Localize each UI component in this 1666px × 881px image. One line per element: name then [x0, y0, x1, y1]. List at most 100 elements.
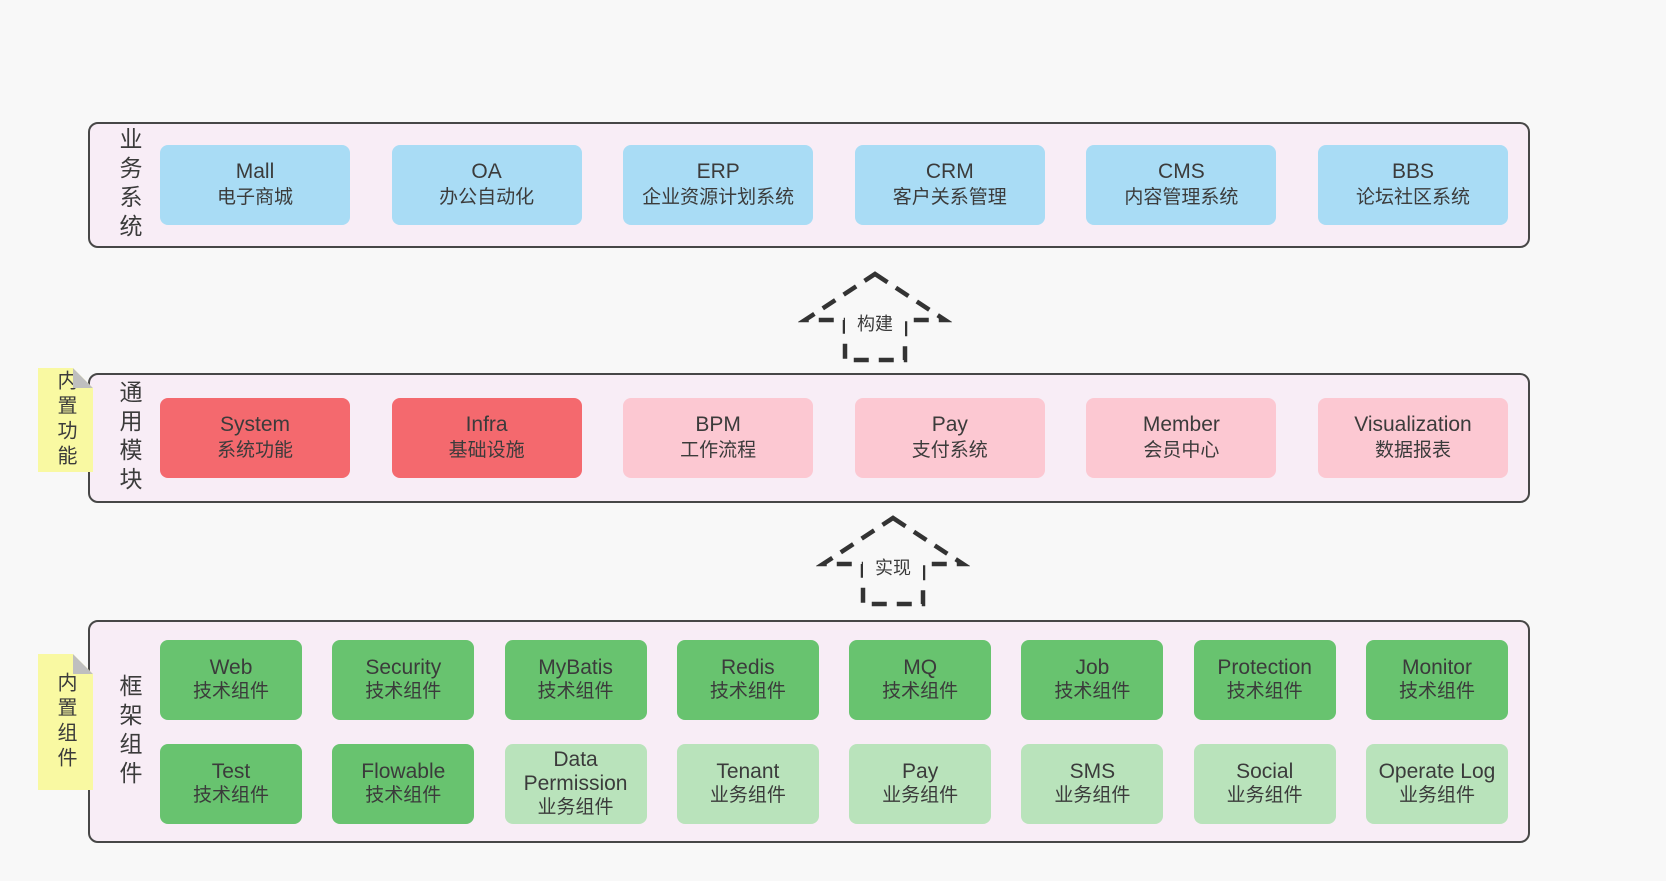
box-system-desc: 系统功能	[216, 440, 293, 461]
box-redis-name: Redis	[720, 655, 775, 679]
box-redis-desc: 技术组件	[709, 680, 786, 702]
box-protection-name: Protection	[1217, 655, 1312, 679]
box-system: System 系统功能	[160, 398, 350, 478]
box-pay-desc: 支付系统	[911, 440, 988, 461]
box-member-name: Member	[1142, 413, 1220, 436]
box-crm: CRM 客户关系管理	[854, 145, 1045, 225]
sticky-note-builtin-components-label: 内置组件	[54, 672, 76, 772]
box-infra: Infra 基础设施	[391, 398, 582, 478]
business-systems-panel: 业务系统 Mall 电子商城 OA 办公自动化 ERP 企业资源计划系统 CRM…	[88, 122, 1530, 248]
box-social-name: Social	[1236, 759, 1294, 783]
box-pay-biz-name: Pay	[902, 759, 939, 783]
box-flowable: Flowable 技术组件	[332, 743, 475, 824]
build-arrow-label: 构建	[845, 309, 905, 337]
box-visualization-desc: 数据报表	[1374, 440, 1451, 461]
box-crm-desc: 客户关系管理	[892, 187, 1007, 208]
modules-boxes-row: System 系统功能 Infra 基础设施 BPM 工作流程 Pay 支付系统…	[160, 398, 1508, 478]
box-mq-desc: 技术组件	[882, 680, 959, 702]
box-web-desc: 技术组件	[192, 680, 269, 702]
box-protection: Protection 技术组件	[1193, 639, 1336, 720]
box-member: Member 会员中心	[1086, 398, 1277, 478]
box-pay: Pay 支付系统	[854, 398, 1045, 478]
box-pay-name: Pay	[931, 413, 968, 436]
box-operate-log: Operate Log 业务组件	[1365, 743, 1508, 824]
box-erp-desc: 企业资源计划系统	[642, 187, 795, 208]
panel-label-modules: 通用模块	[116, 380, 142, 496]
box-web: Web 技术组件	[160, 639, 302, 720]
box-social: Social 业务组件	[1193, 743, 1336, 824]
box-bpm: BPM 工作流程	[623, 398, 814, 478]
box-oa-name: OA	[471, 160, 502, 183]
sticky-note-builtin-features-label: 内置功能	[54, 370, 76, 470]
box-mybatis: MyBatis 技术组件	[504, 639, 647, 720]
box-flowable-name: Flowable	[361, 759, 446, 783]
box-crm-name: CRM	[925, 160, 974, 183]
box-mall: Mall 电子商城	[160, 145, 350, 225]
box-job-desc: 技术组件	[1054, 680, 1131, 702]
common-modules-panel: 通用模块 System 系统功能 Infra 基础设施 BPM 工作流程 Pay…	[88, 373, 1530, 503]
box-sms-desc: 业务组件	[1054, 784, 1131, 806]
panel-label-components: 框架组件	[116, 673, 142, 790]
box-sms-name: SMS	[1069, 759, 1116, 783]
box-cms-name: CMS	[1158, 160, 1205, 183]
box-pay-biz: Pay 业务组件	[849, 743, 992, 824]
box-operate-log-name: Operate Log	[1378, 759, 1496, 783]
box-sms: SMS 业务组件	[1021, 743, 1164, 824]
box-oa-desc: 办公自动化	[439, 187, 535, 208]
framework-components-panel: 框架组件 Web 技术组件 Security 技术组件 MyBatis 技术组件…	[88, 620, 1530, 843]
box-member-desc: 会员中心	[1143, 440, 1220, 461]
box-infra-name: Infra	[465, 413, 508, 436]
box-job: Job 技术组件	[1021, 639, 1164, 720]
box-security-desc: 技术组件	[365, 680, 442, 702]
panel-label-business: 业务系统	[116, 127, 142, 243]
components-boxes-grid: Web 技术组件 Security 技术组件 MyBatis 技术组件 Redi…	[160, 639, 1508, 824]
components-row-1: Web 技术组件 Security 技术组件 MyBatis 技术组件 Redi…	[160, 639, 1508, 720]
box-erp: ERP 企业资源计划系统	[623, 145, 814, 225]
implement-arrow-label: 实现	[863, 553, 923, 581]
box-bbs-desc: 论坛社区系统	[1355, 187, 1470, 208]
box-mq-name: MQ	[903, 655, 938, 679]
box-test-name: Test	[211, 759, 251, 783]
box-mybatis-desc: 技术组件	[537, 680, 614, 702]
components-row-2: Test 技术组件 Flowable 技术组件 Data Permission …	[160, 743, 1508, 824]
box-tenant: Tenant 业务组件	[676, 743, 819, 824]
box-visualization: Visualization 数据报表	[1317, 398, 1508, 478]
box-cms-desc: 内容管理系统	[1124, 187, 1239, 208]
box-cms: CMS 内容管理系统	[1086, 145, 1277, 225]
business-boxes-row: Mall 电子商城 OA 办公自动化 ERP 企业资源计划系统 CRM 客户关系…	[160, 145, 1508, 225]
box-oa: OA 办公自动化	[391, 145, 582, 225]
box-web-name: Web	[209, 655, 253, 679]
box-social-desc: 业务组件	[1226, 784, 1303, 806]
box-security: Security 技术组件	[332, 639, 475, 720]
box-mq: MQ 技术组件	[849, 639, 992, 720]
box-job-name: Job	[1075, 655, 1110, 679]
box-test-desc: 技术组件	[192, 784, 269, 806]
box-mybatis-name: MyBatis	[538, 655, 613, 679]
sticky-note-builtin-features: 内置功能	[38, 368, 93, 472]
box-system-name: System	[219, 413, 290, 436]
sticky-note-builtin-components: 内置组件	[38, 654, 93, 790]
box-mall-name: Mall	[235, 160, 275, 183]
box-security-name: Security	[365, 655, 442, 679]
box-pay-biz-desc: 业务组件	[882, 784, 959, 806]
box-data-permission: Data Permission 业务组件	[504, 743, 647, 824]
box-monitor-name: Monitor	[1401, 655, 1472, 679]
box-tenant-name: Tenant	[716, 759, 780, 783]
box-operate-log-desc: 业务组件	[1398, 784, 1475, 806]
box-bbs-name: BBS	[1391, 160, 1434, 183]
box-monitor-desc: 技术组件	[1398, 680, 1475, 702]
box-data-permission-desc: 业务组件	[537, 796, 614, 818]
box-bbs: BBS 论坛社区系统	[1317, 145, 1508, 225]
box-bpm-name: BPM	[695, 413, 741, 436]
box-erp-name: ERP	[696, 160, 740, 183]
box-infra-desc: 基础设施	[448, 440, 525, 461]
box-visualization-name: Visualization	[1354, 413, 1472, 436]
box-data-permission-name: Data Permission	[523, 747, 628, 795]
box-redis: Redis 技术组件	[676, 639, 819, 720]
box-monitor: Monitor 技术组件	[1365, 639, 1508, 720]
box-protection-desc: 技术组件	[1226, 680, 1303, 702]
box-mall-desc: 电子商城	[216, 187, 293, 208]
box-flowable-desc: 技术组件	[365, 784, 442, 806]
box-bpm-desc: 工作流程	[680, 440, 757, 461]
box-test: Test 技术组件	[160, 743, 302, 824]
